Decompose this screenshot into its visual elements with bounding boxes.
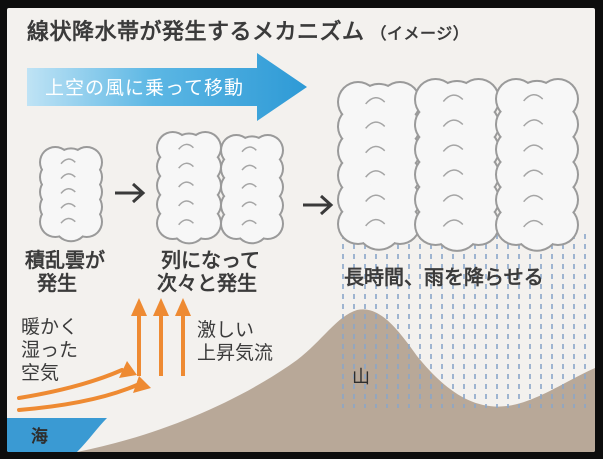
step-2-line-2: 次々と発生 [157, 271, 257, 295]
warm-air-line-3: 空気 [21, 361, 60, 384]
cloud-single [39, 146, 103, 243]
mountain-shape [77, 309, 595, 452]
step-2-label: 列になって 次々と発生 [157, 249, 260, 295]
warm-air-label: 暖かく 湿った 空気 [21, 316, 78, 384]
updraft-line-2: 上昇気流 [197, 341, 274, 364]
cloud-row-right [220, 134, 284, 245]
cloud-big-2 [414, 78, 500, 252]
title-sub: （イメージ） [370, 24, 470, 43]
warm-air-line-1: 暖かく [21, 316, 79, 338]
cloud-row-left [156, 131, 222, 245]
diagram-artwork [7, 53, 595, 452]
updraft-arrows [131, 298, 191, 376]
wind-label: 上空の風に乗って移動 [45, 77, 245, 99]
sequence-arrow-1 [115, 182, 146, 204]
step-3-label: 長時間、雨を降らせる [344, 265, 544, 289]
cloud-big-1 [337, 81, 422, 251]
step-1-line-2: 発生 [37, 271, 77, 295]
diagram-panel: 線状降水帯が発生するメカニズム （イメージ） 上空の風に乗って移動 積乱雲が 発生… [7, 8, 595, 452]
cloud-big-3 [495, 78, 579, 252]
updraft-label: 激しい 上昇気流 [197, 319, 273, 365]
step-1-line-1: 積乱雲が [25, 248, 105, 272]
sea-label: 海 [31, 427, 48, 447]
mountain-label: 山 [352, 367, 370, 388]
warm-air-arrows [17, 361, 151, 412]
warm-air-line-2: 湿った [21, 338, 79, 361]
sequence-arrow-2 [303, 194, 334, 216]
step-2-line-1: 列になって [161, 248, 260, 272]
sea-shape [7, 418, 107, 452]
clouds [39, 78, 579, 252]
rain-lines [342, 234, 586, 408]
diagram-title: 線状降水帯が発生するメカニズム （イメージ） [27, 20, 469, 45]
title-main: 線状降水帯が発生するメカニズム [27, 20, 365, 45]
step-1-label: 積乱雲が 発生 [25, 249, 105, 295]
wind-arrow [27, 53, 307, 121]
updraft-line-1: 激しい [197, 319, 255, 341]
